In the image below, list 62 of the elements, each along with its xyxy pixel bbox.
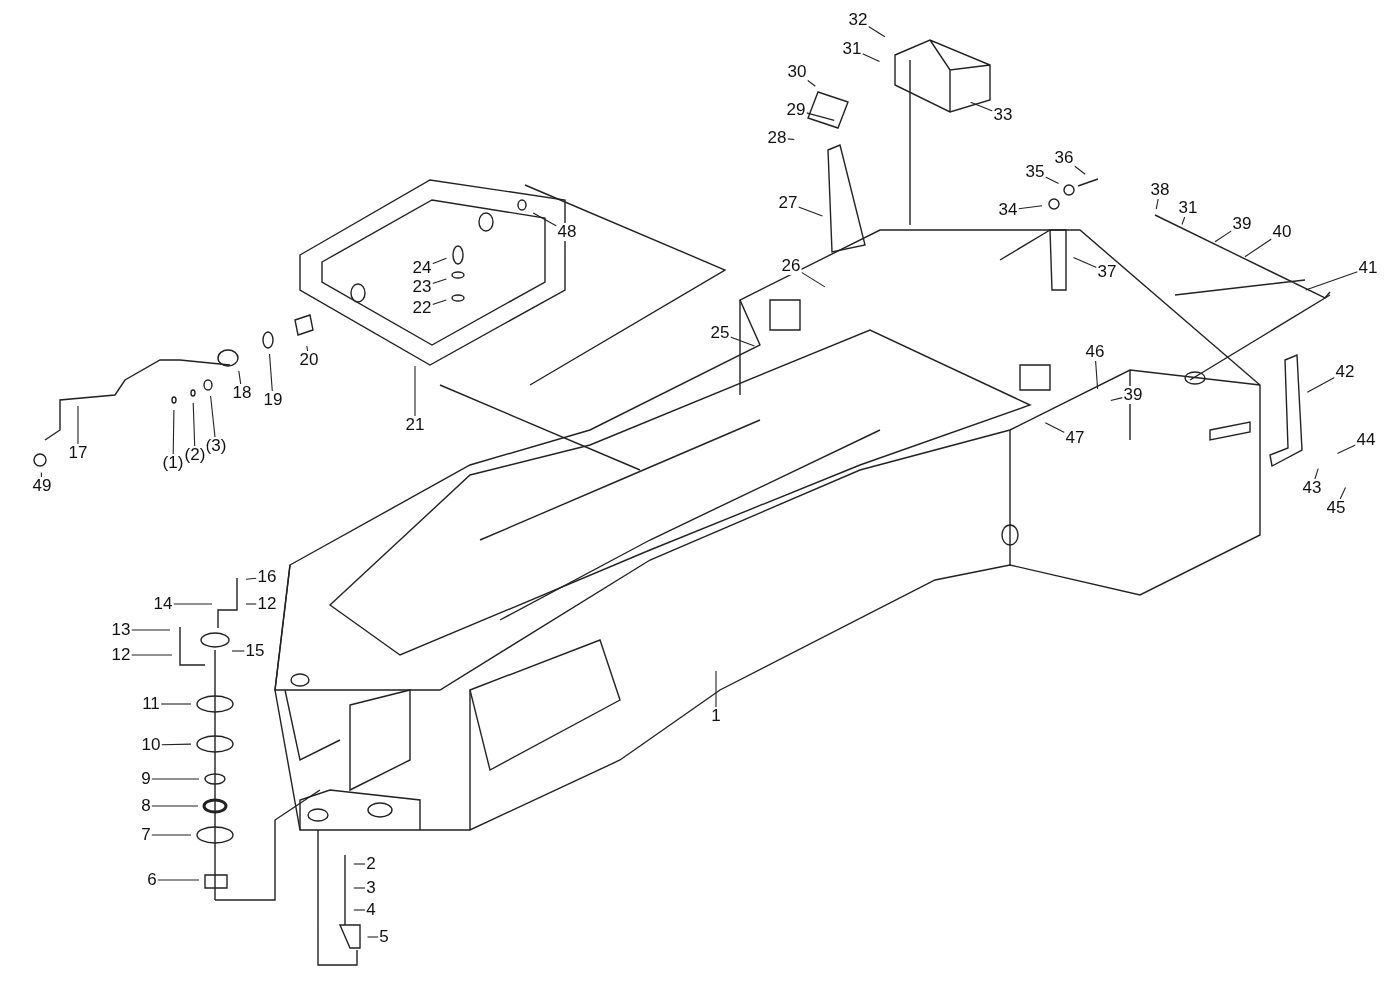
leader-line	[268, 353, 273, 392]
leader-line	[1181, 216, 1186, 226]
callout-number: 31	[1177, 199, 1199, 217]
leader-line	[1044, 176, 1060, 184]
leader-line	[800, 271, 826, 288]
leader-line	[353, 887, 366, 889]
leader-line	[231, 650, 246, 652]
leader-line	[1305, 271, 1359, 291]
callout-number: (2)	[183, 446, 207, 464]
callout-number: (3)	[204, 437, 228, 455]
leader-line	[1214, 230, 1233, 243]
leader-line	[414, 365, 416, 417]
leader-line	[151, 778, 200, 780]
leader-line	[160, 703, 192, 705]
leader-line	[867, 25, 886, 38]
leader-line	[431, 257, 447, 265]
leader-line	[1044, 422, 1066, 434]
leader-line	[1017, 205, 1043, 210]
callout-number: 48	[556, 223, 578, 241]
leader-line	[238, 370, 242, 385]
leader-line	[805, 112, 835, 121]
leader-line	[192, 402, 196, 447]
leader-line	[797, 206, 823, 217]
leader-line	[151, 805, 199, 807]
leader-line	[210, 395, 216, 438]
leader-line	[1110, 397, 1124, 402]
leader-line	[245, 603, 258, 605]
leader-line	[729, 336, 755, 347]
leader-line	[40, 471, 43, 478]
leader-line	[1155, 198, 1159, 210]
leader-line	[151, 834, 192, 836]
leader-line	[130, 654, 173, 656]
leader-line	[715, 670, 717, 708]
leader-line	[306, 345, 309, 352]
leader-line	[157, 879, 200, 881]
leader-line	[130, 629, 171, 631]
leader-line	[353, 909, 366, 911]
leader-line	[806, 79, 816, 87]
leader-line	[431, 299, 447, 306]
leader-line	[431, 278, 447, 285]
leader-line	[353, 863, 366, 865]
leader-line	[366, 936, 379, 938]
leader-line	[1336, 444, 1357, 454]
callout-number: 39	[1122, 386, 1144, 404]
callout-number: 26	[780, 257, 802, 275]
leader-line	[786, 138, 795, 141]
leader-line	[970, 101, 994, 112]
callout-number: (1)	[161, 454, 185, 472]
leader-line	[861, 53, 881, 63]
leader-line	[172, 409, 175, 455]
leader-line	[1306, 377, 1336, 393]
leader-line	[160, 743, 192, 746]
leader-line	[245, 577, 258, 580]
leader-line	[1072, 256, 1098, 268]
leader-line	[532, 212, 558, 227]
leader-line	[77, 405, 79, 445]
leader-line	[172, 603, 213, 605]
leader-line	[1314, 468, 1319, 480]
leader-line	[1339, 486, 1347, 500]
leader-line	[1244, 238, 1273, 258]
leader-line	[1095, 360, 1099, 390]
leader-line	[1073, 165, 1086, 175]
